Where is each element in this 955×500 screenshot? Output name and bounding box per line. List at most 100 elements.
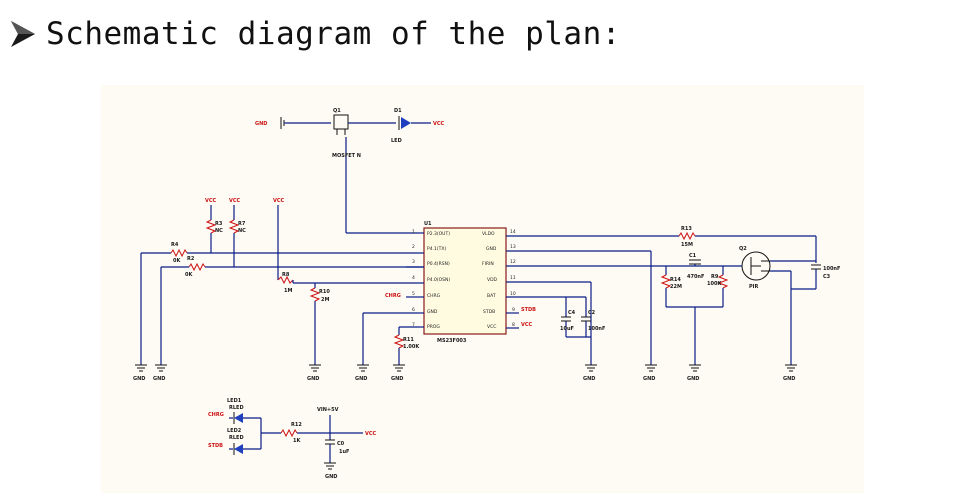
gnd-label-10: GND: [325, 474, 337, 480]
c4-ref: C4: [568, 310, 576, 316]
r4-ref: R4: [171, 242, 179, 248]
ic-part: MS23F003: [437, 338, 467, 344]
ic-pin-num-5: 5: [412, 291, 415, 297]
r3-ref: R3: [215, 221, 223, 227]
ic-u1: [423, 227, 507, 335]
ic-pin-num-11: 11: [510, 275, 516, 281]
led2: [229, 443, 261, 455]
ic-pin-label-12: FIRIN: [482, 261, 494, 267]
vcc-label-pin8: VCC: [521, 322, 533, 328]
r2-ref: R2: [187, 256, 195, 262]
gnd-label-9: GND: [783, 376, 795, 382]
ic-pin-label-10: BAT: [487, 293, 496, 299]
q1-part: MOSFET N: [332, 153, 361, 159]
r14-val: 22M: [670, 284, 682, 290]
ic-pin-num-12: 12: [510, 259, 516, 265]
r3-resistor: [205, 205, 217, 253]
ic-pin-label-4: P4.0(OSN): [427, 277, 450, 283]
q2-ref: Q2: [739, 246, 747, 252]
r12-ref: R12: [291, 422, 302, 428]
gnd-label-1: GND: [133, 376, 145, 382]
gnd-label-top: GND: [255, 121, 267, 127]
r9-ref: R9: [711, 274, 719, 280]
ic-pin-label-5: CHRG: [427, 293, 441, 299]
stdb-net-label-led: STDB: [208, 443, 223, 449]
led1-ref: LED1: [227, 398, 242, 404]
schematic-diagram: GND Q1 MOSFET N D1 LED VCC VCC VCC VCC R…: [133, 108, 840, 480]
d1-led: [398, 116, 431, 130]
r10-val: 2M: [321, 297, 329, 303]
r10-ref: R10: [319, 289, 330, 295]
c0-ref: C0: [337, 441, 345, 447]
vcc-label-r8: VCC: [273, 198, 285, 204]
ic-pin-num-6: 6: [412, 307, 415, 313]
gnd-label-5: GND: [391, 376, 403, 382]
gnd-label-7: GND: [643, 376, 655, 382]
r14-ref: R14: [670, 277, 681, 283]
r10-resistor: [309, 283, 321, 365]
ic-pin-label-9: STDB: [483, 309, 495, 315]
ic-pin-num-3: 3: [412, 259, 415, 265]
c3-ref: C3: [823, 274, 831, 280]
gnd-label-4: GND: [355, 376, 367, 382]
gnd-label-2: GND: [153, 376, 165, 382]
d1-part: LED: [391, 138, 402, 144]
ic-pin-label-1: P2.3(OUT): [427, 231, 450, 237]
q1-ref: Q1: [333, 108, 341, 114]
ic-ref: U1: [424, 221, 432, 227]
led2-part: RLED: [229, 435, 244, 441]
vcc-label-r3: VCC: [205, 198, 217, 204]
heading: Schematic diagram of the plan:: [8, 8, 621, 60]
r7-val: NC: [238, 228, 246, 234]
r2-val: 0K: [185, 272, 193, 278]
r7-ref: R7: [238, 221, 246, 227]
gnd-symbols: [135, 364, 797, 372]
q1-mosfet: [280, 114, 419, 234]
ic-pin-num-7: 7: [412, 322, 415, 328]
gnd-label-8: GND: [687, 376, 699, 382]
r13-val: 15M: [681, 242, 693, 248]
ic-pin-label-11: VDD: [487, 277, 498, 283]
gnd-label-3: GND: [307, 376, 319, 382]
c3-val: 100nF: [823, 266, 840, 272]
ic-pin-label-14: VLDO: [482, 231, 495, 237]
ic-pin-label-2: P4.1(TX): [427, 246, 446, 252]
r7-resistor: [228, 205, 240, 267]
r12-val: 1K: [293, 438, 301, 444]
c0-val: 1uF: [339, 449, 349, 455]
q2-pir-sensor: [741, 251, 816, 365]
vcc-label-top: VCC: [433, 121, 445, 127]
stdb-net-label: STDB: [521, 307, 536, 313]
vcc-label-r7: VCC: [229, 198, 241, 204]
c4-val: 10uF: [560, 326, 574, 332]
vin-label: VIN+5V: [317, 407, 339, 413]
vcc-label-bottom: VCC: [365, 431, 377, 437]
r8-ref: R8: [282, 272, 290, 278]
ic-right-pins: VLDO GND FIRIN VDD BAT STDB VCC 14 13 12…: [482, 229, 516, 330]
led1: [229, 412, 261, 424]
r11-val: 1.00K: [403, 344, 420, 350]
r2-resistor: [160, 262, 419, 365]
c2-val: 100nF: [588, 326, 605, 332]
ic-pin-num-1: 1: [412, 229, 415, 235]
c1-val: 470nF: [687, 274, 704, 280]
ic-left-pins: P2.3(OUT) P4.1(TX) P0.4(RSN) P4.0(OSN) C…: [412, 229, 450, 330]
r9-val: 100K: [707, 281, 722, 287]
ic-pin-num-8: 8: [512, 322, 515, 328]
ic-pin-num-14: 14: [510, 229, 516, 235]
q2-part: PIR: [749, 284, 759, 290]
ic-pin-num-4: 4: [412, 275, 415, 281]
gnd-label-6: GND: [583, 376, 595, 382]
ic-pin-label-6: GND: [427, 309, 438, 315]
ic-pin-label-8: VCC: [487, 324, 496, 330]
c1-ref: C1: [689, 253, 697, 259]
heading-title: Schematic diagram of the plan:: [46, 16, 621, 52]
ic-pin-label-3: P0.4(RSN): [427, 261, 450, 267]
ic-pin-num-10: 10: [510, 291, 516, 297]
ic-pin-num-9: 9: [512, 307, 515, 313]
r4-resistor: [140, 248, 419, 365]
ic-pin-label-13: GND: [486, 246, 497, 252]
r3-val: NC: [215, 228, 223, 234]
led2-ref: LED2: [227, 428, 242, 434]
r11-ref: R11: [403, 337, 414, 343]
